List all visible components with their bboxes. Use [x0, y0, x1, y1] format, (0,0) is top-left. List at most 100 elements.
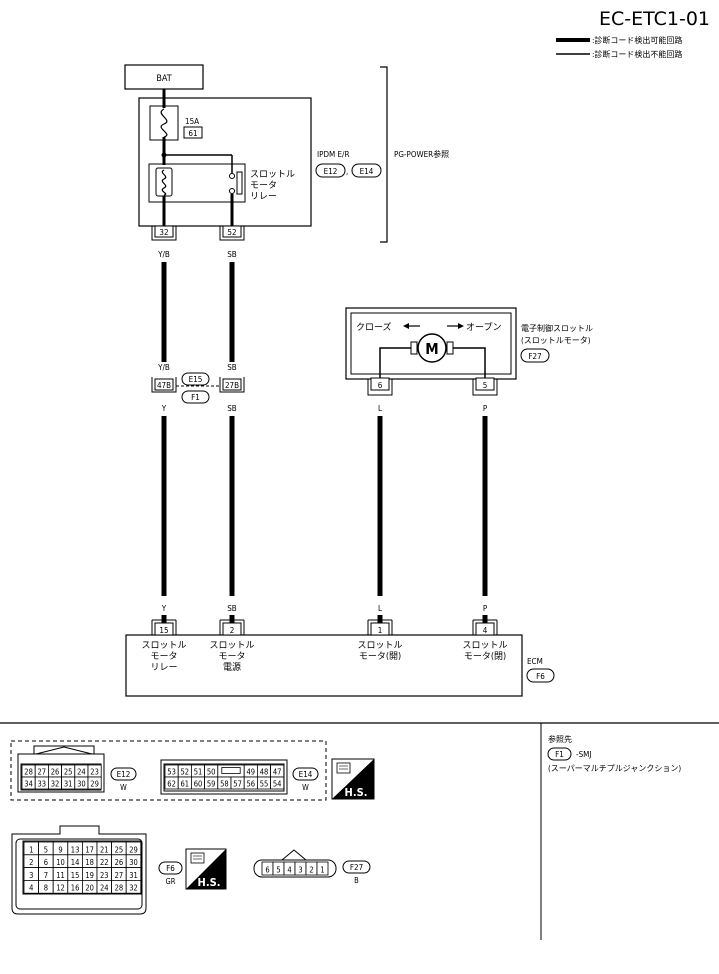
throttle-frame-5: [472, 379, 498, 396]
ecm-terminal-1: [370, 622, 390, 636]
connector-pin-label: 16: [71, 884, 80, 893]
reference-title: 参照先: [548, 734, 572, 744]
junction-pin-47b-label: 47B: [157, 381, 171, 390]
reference-bracket: [380, 66, 388, 243]
ecm-terminal-15: [154, 622, 174, 636]
hs-badge-label: H.S.: [198, 876, 221, 889]
connector-pin-label: 28: [24, 768, 33, 777]
fuse-rating: 15A: [185, 117, 199, 126]
throttle-terminal-5: [475, 377, 495, 391]
junction-pin-27b: [222, 378, 242, 391]
connector-pin: [270, 776, 285, 790]
relay-label-1: スロットル: [250, 170, 295, 180]
connector-pin-label: 15: [71, 871, 80, 880]
ecm-frame-4: [472, 619, 498, 635]
connector-pin-label: 5: [276, 866, 280, 875]
connector-pin-label: 27: [38, 768, 47, 777]
ecm-name: ECM: [527, 657, 543, 666]
wire-color-sb-low: SB: [227, 404, 237, 413]
conn-f6-badge[interactable]: [526, 668, 555, 683]
conn-view-f27-badge[interactable]: [342, 860, 371, 874]
connector-pin-label: 57: [233, 780, 242, 789]
ecm-terminal-1-desc-1: スロットル: [357, 641, 402, 651]
ipdm-connector-group: [10, 740, 327, 801]
reference-f1-label: F1: [555, 750, 564, 759]
terminal-32-label: 32: [159, 228, 168, 237]
ecm-terminal-2: [222, 622, 242, 636]
connector-pin-label: 58: [220, 780, 229, 789]
connector-pin-label: 25: [64, 768, 73, 777]
conn-e15-badge[interactable]: [181, 372, 210, 386]
conn-e14-badge[interactable]: [351, 163, 382, 178]
connector-pin-label: 26: [51, 768, 60, 777]
fuse: 15A 61: [149, 105, 203, 141]
connector-pin-label: 1: [320, 866, 324, 875]
connector-pin-label: 59: [207, 780, 216, 789]
connector-pin-label: 19: [85, 871, 94, 880]
terminal-frame-52: [219, 226, 245, 241]
wire-color-l: L: [378, 404, 382, 413]
conn-view-e12-badge[interactable]: [110, 767, 137, 781]
connector-pin-label: 32: [51, 780, 60, 789]
ecm-terminal-15-desc-1: スロットル: [141, 641, 186, 651]
relay-coil-icon: [161, 169, 167, 196]
pg-power-reference[interactable]: PG-POWER参照: [394, 149, 449, 159]
ecm-terminal-1-desc-2: モータ(開): [359, 651, 401, 662]
connector-pin-label: 22: [100, 858, 109, 867]
conn-view-f6-badge[interactable]: [158, 861, 183, 875]
wire-color-sb-mid: SB: [227, 363, 237, 372]
conn-f1-badge[interactable]: [181, 390, 210, 404]
ecm-terminal-2-pin: 2: [230, 626, 235, 635]
throttle-terminal-6: [370, 377, 390, 391]
open-arrow-icon: [447, 323, 464, 329]
relay-label-3: リレー: [250, 192, 277, 202]
conn-f27-badge[interactable]: [520, 348, 550, 363]
conn-view-f6-id: F6: [166, 864, 175, 873]
wire-color-l-ecm: L: [378, 604, 382, 613]
hs-badge-label: H.S.: [345, 786, 368, 799]
connector-pin-label: 20: [85, 884, 94, 893]
connector-pin-label: 32: [129, 884, 138, 893]
connector-pin-label: 30: [77, 780, 86, 789]
ecm-terminal-2-desc-3: 電源: [223, 662, 241, 673]
relay: [148, 163, 246, 203]
connector-pin-label: 6: [265, 866, 269, 875]
connector-pin-label: 2: [309, 866, 313, 875]
connector-pin-label: 21: [100, 845, 109, 854]
conn-e15-label: E15: [189, 375, 203, 384]
junction-pin-27b-label: 27B: [225, 381, 239, 390]
conn-view-e14-id: E14: [299, 770, 313, 779]
connector-pin-label: 14: [71, 858, 80, 867]
conn-view-e14-badge[interactable]: [292, 767, 319, 781]
ecm-terminal-2-desc-1: スロットル: [209, 641, 254, 651]
conn-e12-label: E12: [324, 167, 338, 176]
connector-pin-label: 3: [29, 871, 33, 880]
conn-e14-label: E14: [360, 167, 374, 176]
ecm-terminal-4-pin: 4: [483, 626, 488, 635]
reference-f1-badge[interactable]: [547, 747, 572, 761]
connector-pin-label: 11: [56, 871, 65, 880]
connector-pin-label: 62: [167, 780, 176, 789]
connector-pin-label: 50: [207, 768, 216, 777]
connector-pin-label: 2: [29, 858, 33, 867]
motor-wire-left: [379, 347, 411, 378]
conn-f27-label: F27: [528, 352, 541, 361]
ecm-terminal-1-pin: 1: [378, 626, 383, 635]
conn-e12-badge[interactable]: [315, 163, 346, 178]
throttle-outer-box: [345, 307, 517, 380]
connector-pin-label: 12: [56, 884, 65, 893]
connector-pin-label: 31: [64, 780, 73, 789]
conn-view-e12-id: E12: [117, 770, 131, 779]
hs-badge-icon: H.S.: [331, 758, 375, 800]
connector-pin-label: 29: [90, 780, 99, 789]
fuse-box: [149, 105, 179, 141]
connector-pin-label: 9: [58, 845, 62, 854]
motor-wire-right: [453, 347, 486, 378]
relay-contact-top: [229, 173, 235, 179]
connector-pin-label: 27: [115, 871, 124, 880]
connector-pin-label: 28: [115, 884, 124, 893]
ecm-frame-2: [219, 619, 245, 635]
ecm-terminal-4: [475, 622, 495, 636]
